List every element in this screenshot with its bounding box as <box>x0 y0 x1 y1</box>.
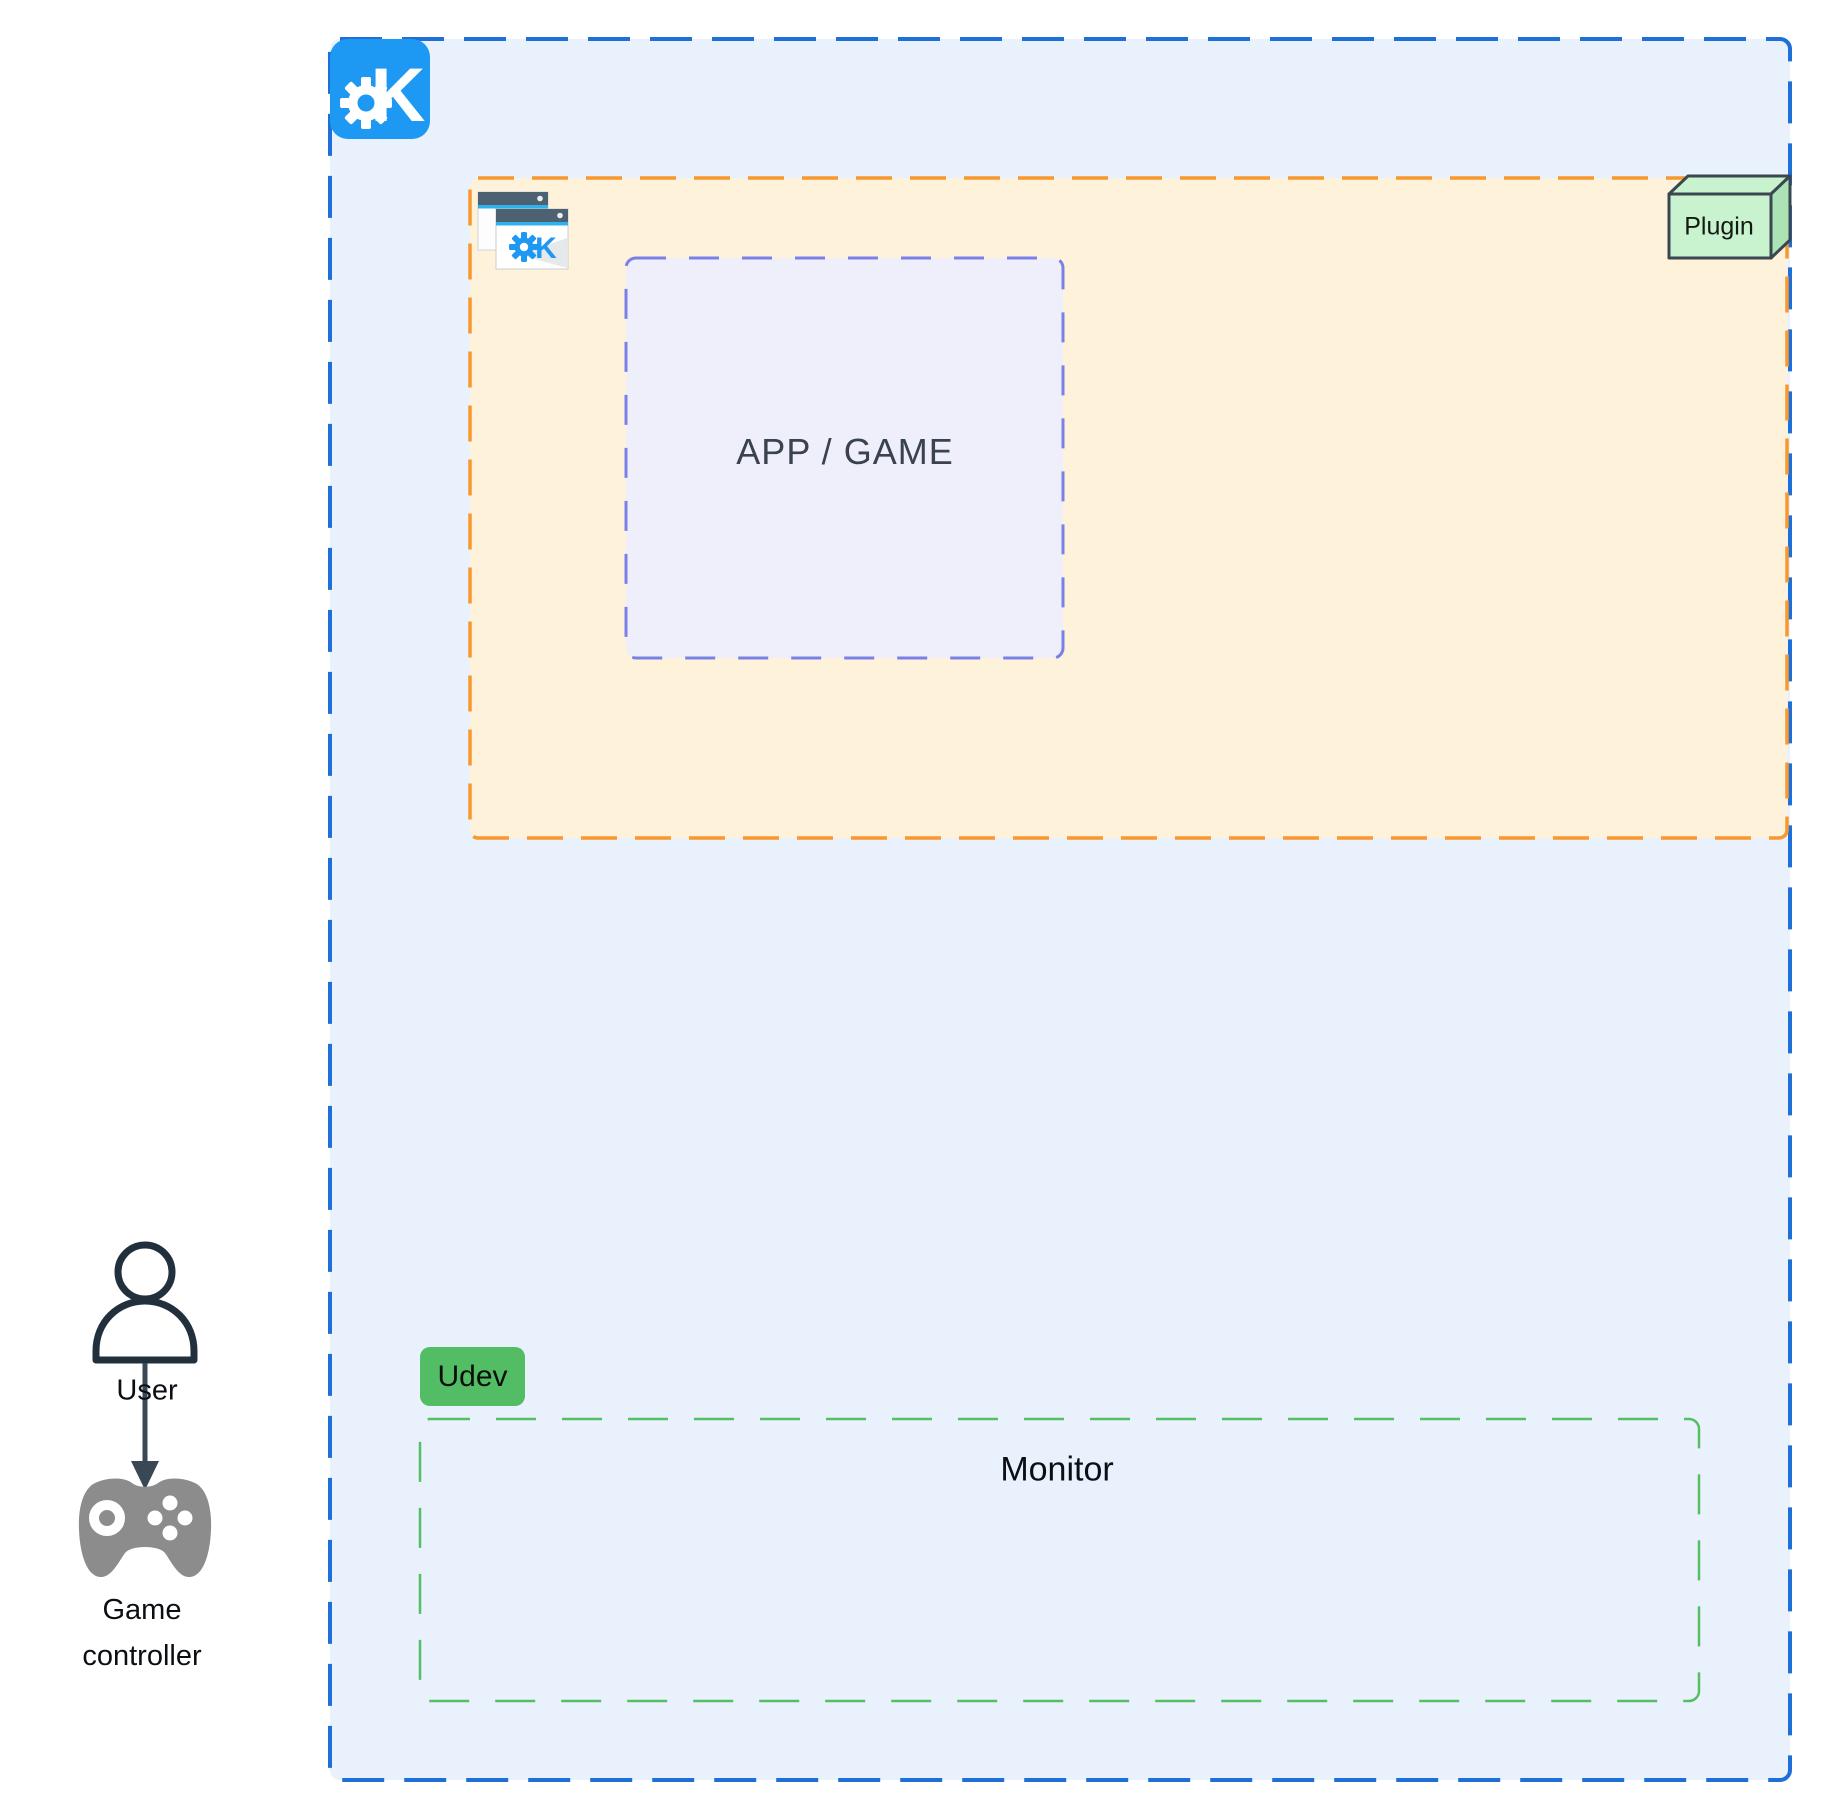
kde-logo-icon: K <box>330 39 430 139</box>
game-controller-label: Game controller <box>32 1587 252 1679</box>
app-game-label: APP / GAME <box>736 431 954 472</box>
game-controller-label-line1: Game <box>102 1594 182 1626</box>
udev-badge: Udev <box>420 1347 525 1406</box>
game-controller-icon <box>78 1478 212 1578</box>
user-person-icon <box>92 1241 198 1364</box>
monitor-label: Monitor <box>1000 1450 1114 1489</box>
kde-windows-icon: K <box>477 191 569 270</box>
plugin-3d-box-icon <box>1667 174 1792 260</box>
kde-window-logo-letter: K <box>535 232 557 265</box>
game-controller-label-line2: controller <box>82 1640 202 1672</box>
plugin-label: Plugin <box>1684 212 1754 241</box>
monitor-box <box>418 1417 1701 1703</box>
kde-logo-letter: K <box>371 53 426 138</box>
udev-badge-label: Udev <box>437 1359 508 1393</box>
app-game-box <box>624 256 1065 660</box>
arrow-user-to-controller <box>131 1363 159 1490</box>
user-label: User <box>116 1374 178 1407</box>
